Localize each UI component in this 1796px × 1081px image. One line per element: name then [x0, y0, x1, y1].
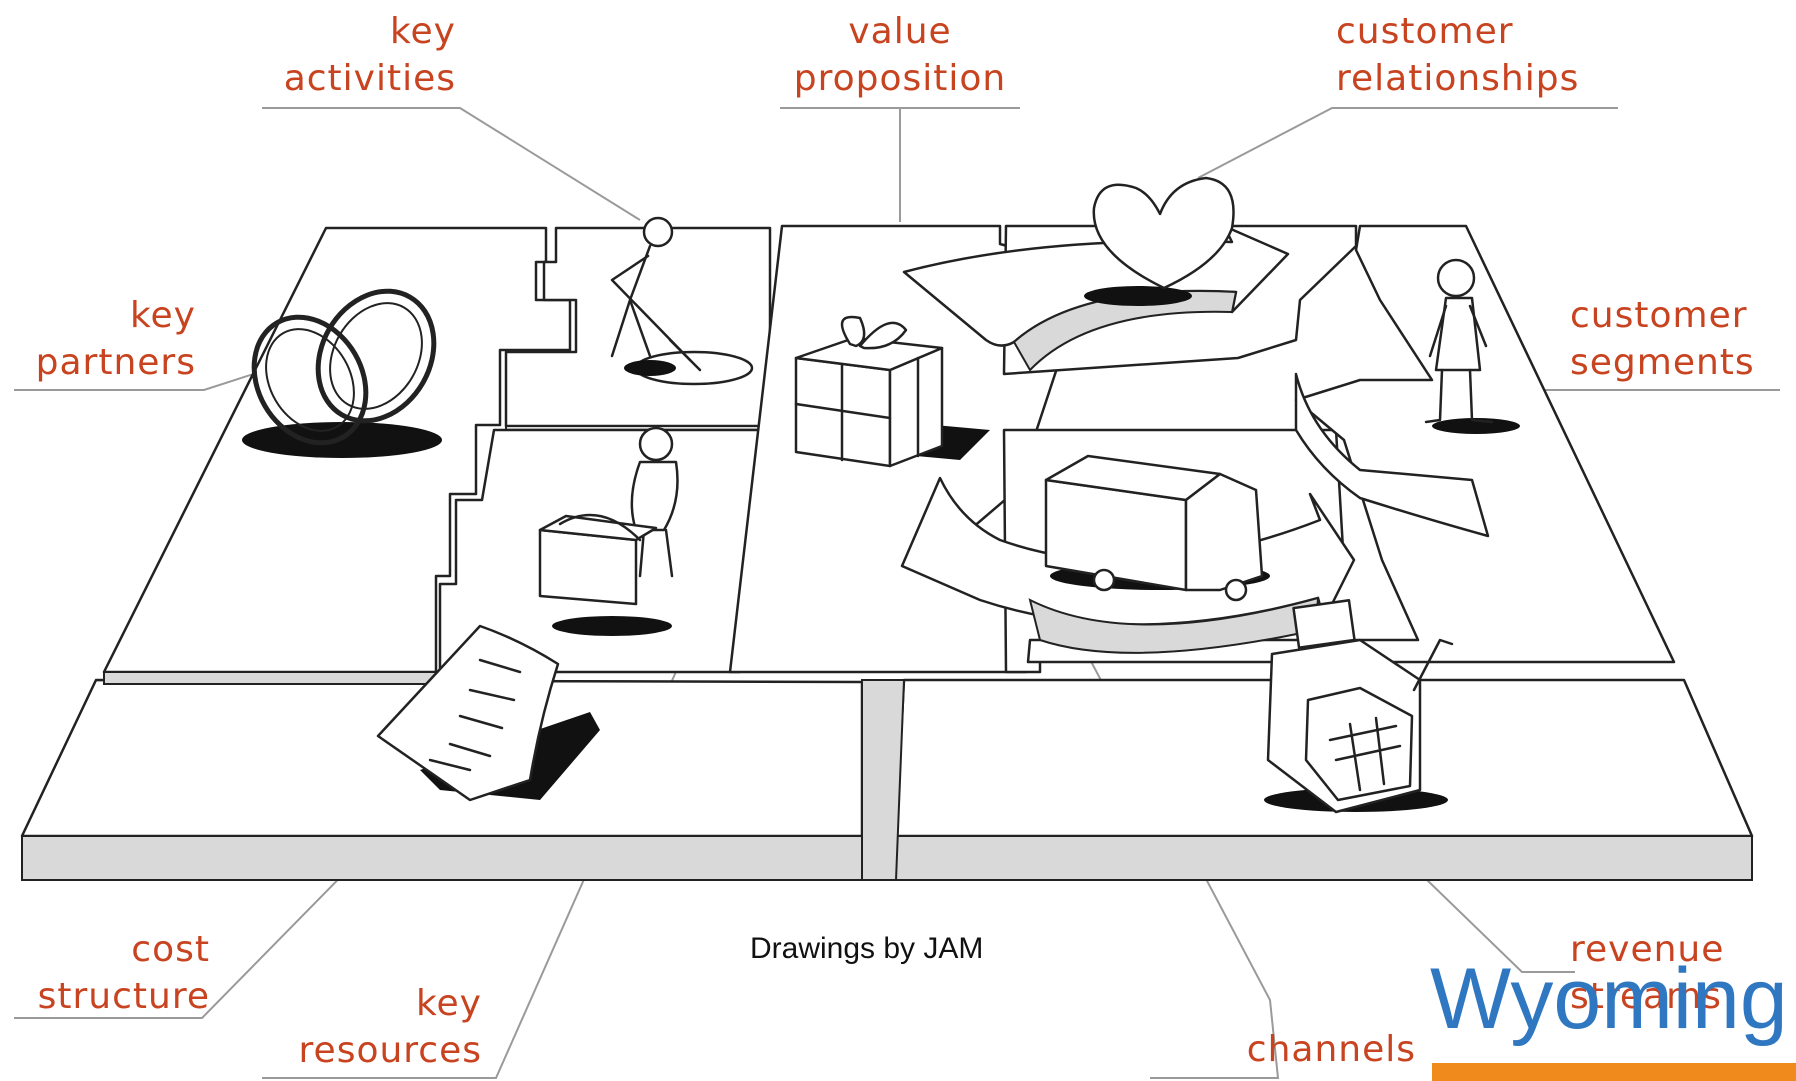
cost-structure-label: cost structure [37, 929, 210, 1017]
drawings-credit: Drawings by JAM [750, 932, 984, 965]
logo-accent-bar [1432, 1063, 1796, 1081]
customer-segments-label: customer segments [1570, 295, 1755, 383]
gift-icon [794, 315, 990, 468]
key-activities-label: key activities [283, 11, 456, 99]
wyoming-logo: Wyoming [1430, 951, 1788, 1047]
revenue-streams-label: revenue streams [1570, 929, 1725, 1017]
document-icon [376, 624, 600, 802]
key-partners-label: key partners [35, 295, 196, 383]
standing-person-icon [1424, 258, 1520, 434]
person-with-box-icon [538, 426, 679, 636]
digging-person-icon [610, 216, 754, 386]
cash-register-icon [1264, 599, 1454, 814]
rings-icon [242, 288, 442, 458]
truck-icon [1044, 454, 1270, 602]
customer-relationships-label: customer relationships [1336, 11, 1580, 99]
channels-label: channels [1246, 1029, 1416, 1070]
key-resources-label: key resources [298, 983, 482, 1071]
heart-icon [1084, 176, 1235, 306]
value-proposition-label: value proposition [793, 11, 1007, 99]
